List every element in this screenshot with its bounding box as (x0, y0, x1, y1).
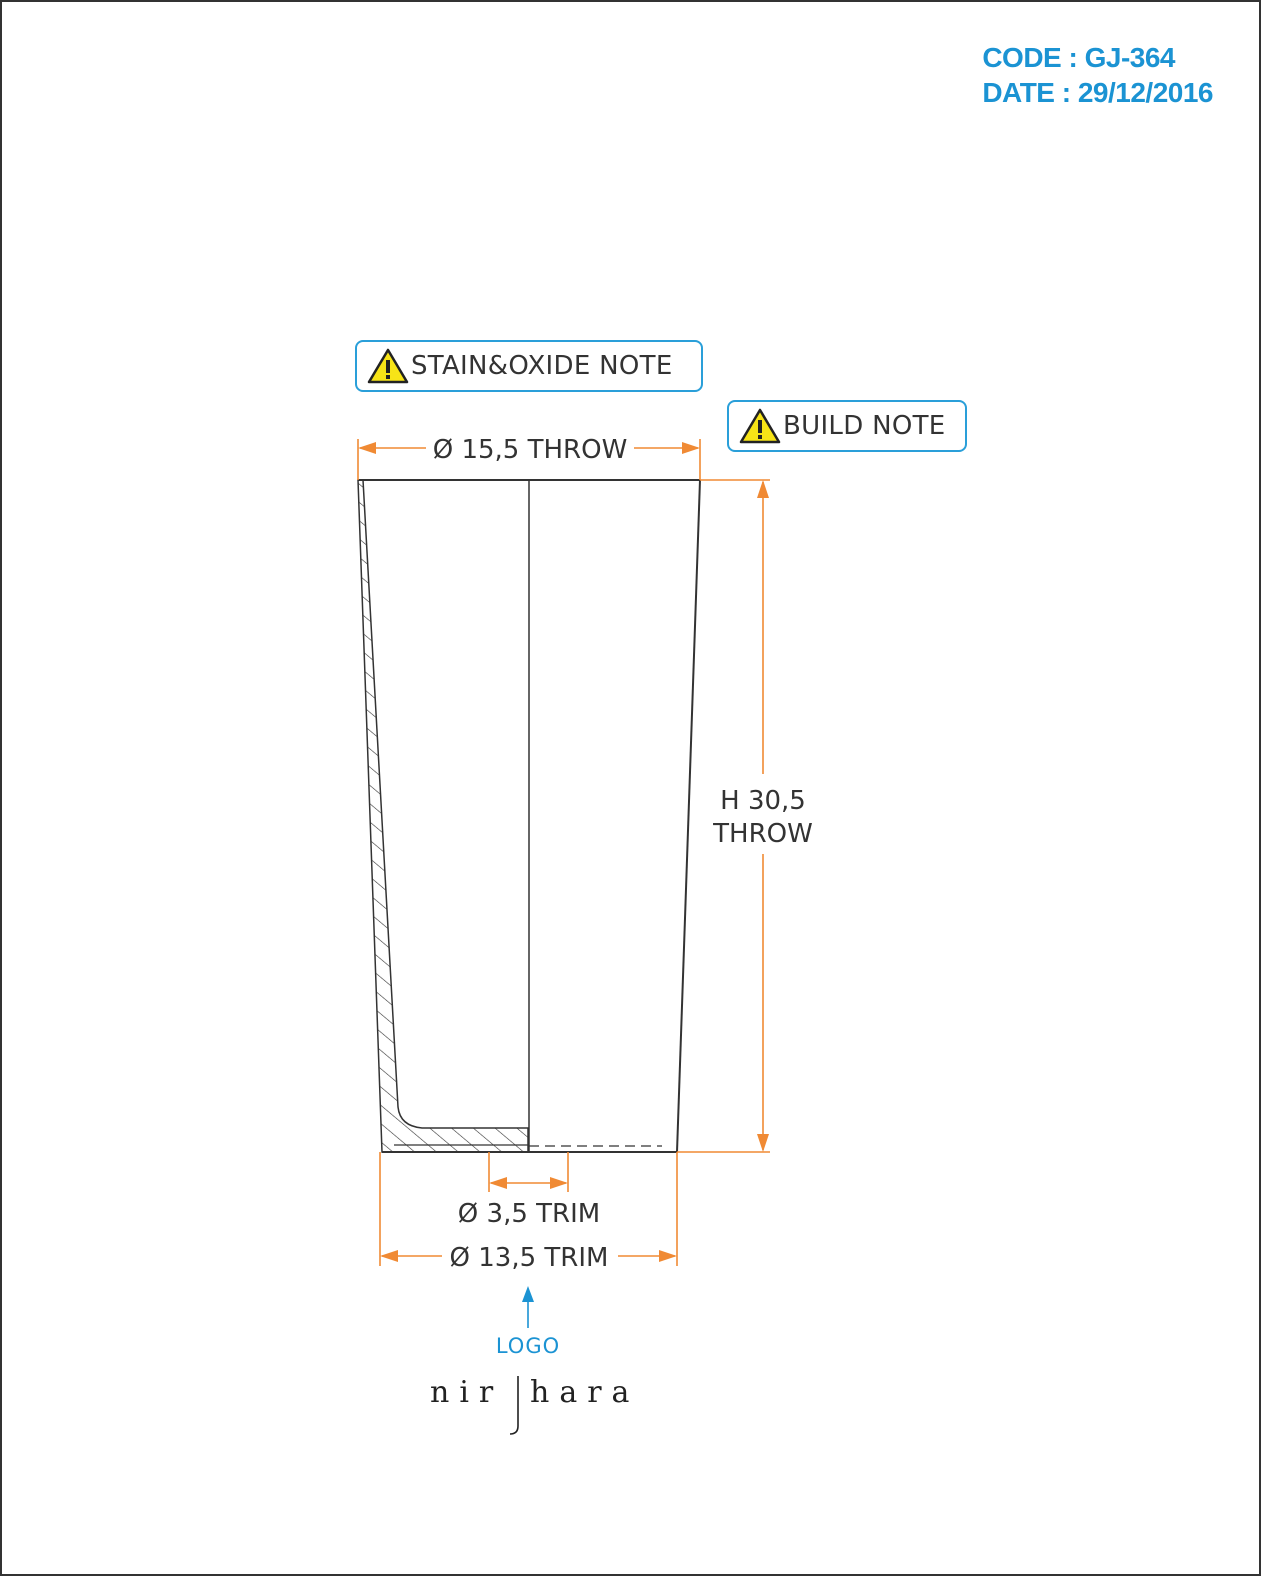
warning-triangle-icon (739, 408, 781, 444)
wall-section-hatch (357, 479, 529, 1153)
build-note[interactable]: BUILD NOTE (727, 400, 967, 452)
cup-profile (357, 479, 701, 1153)
dim-top-diameter (357, 439, 701, 480)
dim-height (677, 479, 770, 1153)
dim-foot-diameter (488, 1152, 569, 1192)
warning-triangle-icon (367, 348, 409, 384)
svg-text:hara: hara (530, 1375, 639, 1410)
stain-oxide-note-label: STAIN&OXIDE NOTE (411, 351, 673, 381)
base-diameter-label: Ø 13,5 TRIM (450, 1243, 609, 1273)
stain-oxide-note[interactable]: STAIN&OXIDE NOTE (355, 340, 703, 392)
brand-logo: nir hara (430, 1375, 639, 1435)
svg-text:nir: nir (430, 1375, 503, 1410)
product-code: CODE : GJ-364 (982, 42, 1175, 73)
height-label-line1: H 30,5 (720, 786, 806, 816)
foot-diameter-label: Ø 3,5 TRIM (458, 1199, 600, 1229)
height-label-line2: THROW (712, 819, 813, 849)
arrow-up-icon (522, 1286, 534, 1328)
outer-wall-right (676, 479, 701, 1153)
drawing-date: DATE : 29/12/2016 (982, 77, 1213, 108)
dim-base-diameter (379, 1152, 678, 1266)
build-note-label: BUILD NOTE (783, 411, 946, 441)
title-block: CODE : GJ-364 DATE : 29/12/2016 (982, 40, 1213, 110)
top-diameter-label: Ø 15,5 THROW (433, 435, 628, 465)
logo-label: LOGO (496, 1334, 560, 1358)
